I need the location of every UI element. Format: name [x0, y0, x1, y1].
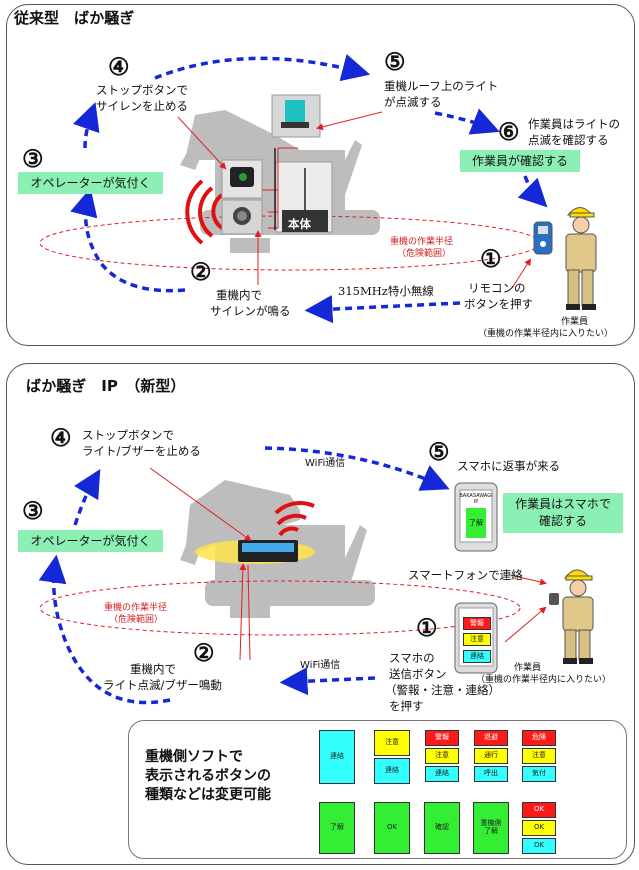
sw-col3-top-3: 連絡 — [425, 766, 459, 782]
danger-zone-label-bottom-2: （危険範囲） — [109, 615, 164, 625]
step2-line1: 重機内で — [216, 288, 262, 302]
step1-line2: ボタンを押す — [464, 297, 533, 311]
worker-confirms-line2: 確認する — [538, 514, 587, 528]
sw-col4-bottom-2: 了解 — [484, 827, 498, 835]
step-number-4b: ④ — [50, 423, 72, 452]
step-number-2: ② — [190, 257, 212, 286]
step5-line1: 重機ルーフ上のライト — [384, 79, 499, 93]
sw-col1-bottom: 了解 — [319, 802, 355, 854]
worker-caption-top-1: 作業員 — [561, 317, 589, 327]
operator-notices-box: オペレーターが気付く — [18, 172, 163, 194]
sw-col4-top-2: 通行 — [474, 748, 508, 764]
step-number-5: ⑤ — [384, 47, 406, 76]
step6-line2: 点滅を確認する — [528, 133, 609, 147]
sw-col3-top-2: 注意 — [425, 748, 459, 764]
step1-line1: リモコンの — [468, 281, 526, 295]
step-number-5b: ⑤ — [428, 437, 450, 466]
sw-col5-top-1: 危険 — [522, 730, 556, 746]
software-text-line3: 種類などは変更可能 — [145, 787, 271, 803]
sw-col1-top: 連絡 — [319, 730, 355, 784]
buzzer-waves-icon — [274, 501, 315, 537]
step2b-line1: 重機内で — [130, 662, 176, 676]
worker-confirms-box: 作業員が確認する — [460, 150, 580, 172]
step2-line2: サイレンが鳴る — [210, 304, 291, 318]
sw-col5-bottom-1: OK — [522, 802, 556, 818]
sw-col2-bottom: OK — [374, 802, 410, 854]
software-text-line1: 重機側ソフトで — [145, 749, 243, 765]
step-number-6: ⑥ — [498, 117, 520, 146]
step1b-line1: スマホの — [389, 651, 435, 665]
step4b-line2: ライト/ブザーを止める — [82, 444, 201, 458]
sw-col4-top-1: 退避 — [474, 730, 508, 746]
danger-zone-label-bottom-1: 重機の作業半径 — [104, 603, 168, 613]
worker-figure-bottom — [549, 569, 594, 664]
step-number-3b: ③ — [22, 496, 44, 525]
step6-line1: 作業員はライトの — [528, 117, 620, 131]
title-new-model: ばか騒ぎ IP （新型） — [26, 377, 186, 395]
worker-figure-top — [565, 207, 597, 310]
main-unit-label: 本体 — [288, 217, 311, 231]
step1b-line2: 送信ボタン — [389, 667, 447, 681]
operator-notices-box-b: オペレーターが気付く — [18, 530, 163, 552]
phone-button-caution[interactable]: 注意 — [463, 633, 491, 646]
sw-col3-top-1: 警報 — [425, 730, 459, 746]
smartphone-link-label: スマートフォンで連絡 — [408, 568, 523, 582]
step4b-line1: ストップボタンで — [82, 428, 174, 442]
software-text: 重機側ソフトで 表示されるボタンの 種類などは変更可能 — [145, 748, 271, 805]
sw-col3-bottom: 確認 — [424, 802, 460, 854]
sw-col2-top-1: 注意 — [374, 730, 410, 756]
step4-line1: ストップボタンで — [96, 83, 188, 97]
worker-caption-bottom-2: （重機の作業半径内に入りたい） — [476, 675, 612, 685]
phone-header-text: BAKASAWAGI IP — [459, 493, 493, 505]
title-conventional: 従来型 ばか騒ぎ — [14, 9, 135, 27]
sw-col5-top-3: 気付 — [522, 766, 556, 782]
step2b-line2: ライト点滅/ブザー鳴動 — [103, 678, 222, 692]
step5b-text: スマホに返事が来る — [457, 459, 561, 473]
wifi-label-top: WiFi通信 — [305, 458, 346, 469]
worker-confirms-line1: 作業員はスマホで — [515, 497, 611, 511]
step-number-1: ① — [480, 244, 502, 273]
wifi-label-bottom: WiFi通信 — [300, 660, 341, 671]
sw-col4-top-3: 呼出 — [474, 766, 508, 782]
siren-waves-icon — [185, 179, 224, 245]
phone-reply-button: 了解 — [469, 519, 483, 527]
danger-zone-label-top-2: （危険範囲） — [397, 249, 452, 259]
phone-button-alarm[interactable]: 警報 — [463, 617, 491, 630]
step-number-3: ③ — [22, 144, 44, 173]
worker-confirms-phone-box: 作業員はスマホで 確認する — [503, 493, 623, 533]
danger-zone-label-top-1: 重機の作業半径 — [390, 237, 454, 247]
worker-caption-bottom-1: 作業員 — [514, 663, 542, 673]
sw-col2-top-2: 連絡 — [374, 758, 410, 784]
step1b-line4: を押す — [389, 699, 424, 713]
worker-caption-top-2: （重機の作業半径内に入りたい） — [478, 329, 614, 339]
sw-col4-bottom: 重機側 了解 — [473, 802, 509, 854]
step-number-1b: ① — [416, 613, 438, 642]
danger-zone-ellipse-bottom — [39, 580, 521, 636]
step1b-line3: （警報・注意・連絡） — [385, 683, 500, 697]
step-number-2b: ② — [193, 638, 215, 667]
step5-line2: が点滅する — [384, 95, 442, 109]
step-number-4: ④ — [108, 52, 130, 81]
panel-new-model — [6, 363, 635, 865]
phone-button-contact[interactable]: 連絡 — [463, 650, 491, 663]
radio-label: 315MHz特小無線 — [338, 284, 434, 298]
software-text-line2: 表示されるボタンの — [145, 768, 271, 784]
sw-col5-top-2: 注意 — [522, 748, 556, 764]
sw-col4-bottom-1: 重機側 — [480, 819, 502, 828]
sw-col5-bottom-2: OK — [522, 820, 556, 836]
step4-line2: サイレンを止める — [96, 99, 188, 113]
sw-col5-bottom-3: OK — [522, 838, 556, 854]
